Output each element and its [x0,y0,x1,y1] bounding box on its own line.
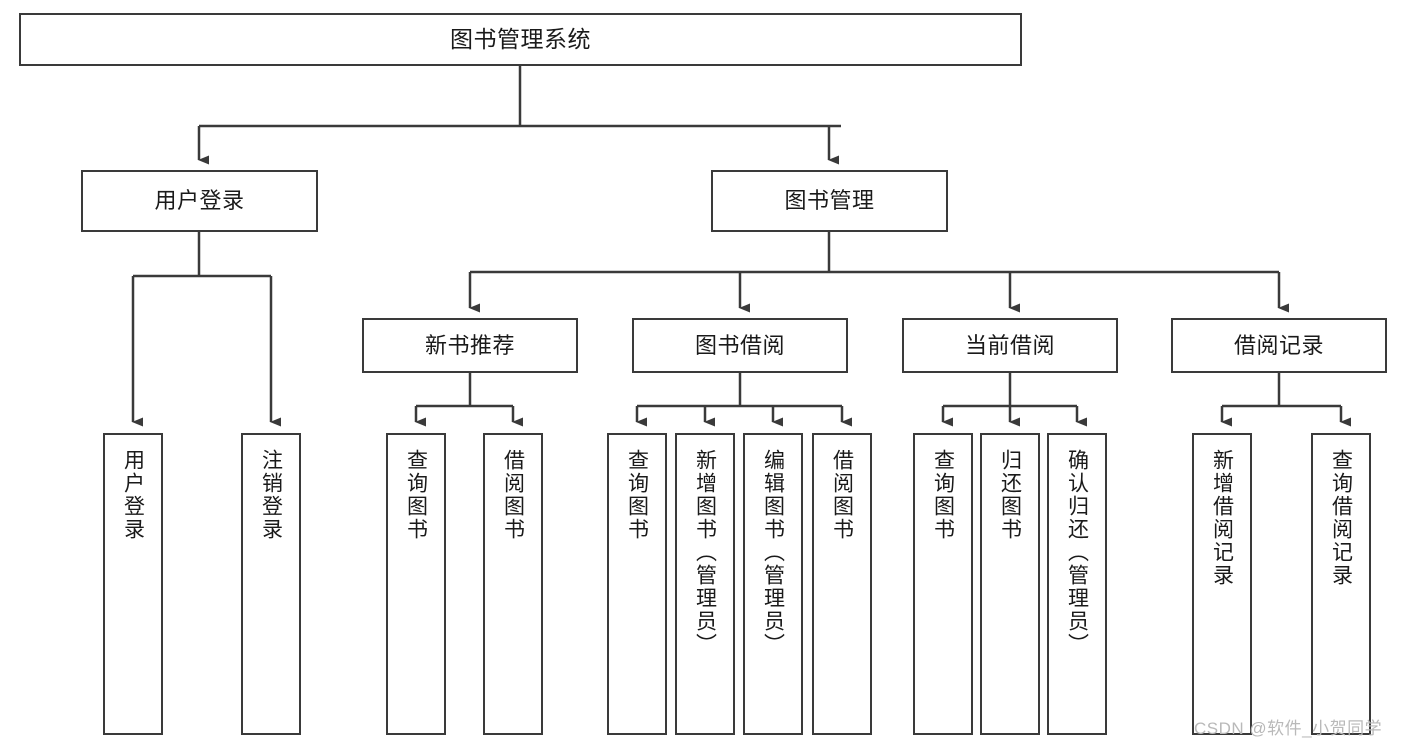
node-leaf-return-book[interactable]: 归还图书 [980,433,1040,735]
node-label: 新书推荐 [424,332,515,358]
node-leaf-query-book-1[interactable]: 查询图书 [386,433,446,735]
node-leaf-query-record[interactable]: 查询借阅记录 [1311,433,1371,735]
node-leaf-query-book-3[interactable]: 查询图书 [913,433,973,735]
node-label: 注销登录 [259,449,283,541]
node-leaf-add-record[interactable]: 新增借阅记录 [1192,433,1252,735]
node-label: 借阅图书 [830,449,854,541]
node-leaf-edit-book[interactable]: 编辑图书（管理员） [743,433,803,735]
node-leaf-query-book-2[interactable]: 查询图书 [607,433,667,735]
node-label: 图书管理 [784,188,875,214]
node-label: 新增借阅记录 [1210,449,1234,587]
node-leaf-user-logout[interactable]: 注销登录 [241,433,301,735]
node-label: 当前借阅 [964,332,1055,358]
csdn-watermark: CSDN @软件_小贺同学 [1194,719,1383,738]
node-label: 新增图书（管理员） [693,449,717,656]
node-label: 借阅图书 [501,449,525,541]
node-leaf-add-book[interactable]: 新增图书（管理员） [675,433,735,735]
node-root-system[interactable]: 图书管理系统 [19,13,1022,66]
node-current-borrow[interactable]: 当前借阅 [902,318,1118,373]
node-label: 查询图书 [625,449,649,541]
node-label: 用户登录 [121,449,145,541]
node-label: 编辑图书（管理员） [761,449,785,656]
node-new-book-recommend[interactable]: 新书推荐 [362,318,578,373]
node-label: 图书管理系统 [450,25,591,52]
node-label: 查询借阅记录 [1329,449,1353,587]
node-label: 查询图书 [404,449,428,541]
node-label: 查询图书 [931,449,955,541]
node-label: 确认归还（管理员） [1065,449,1089,656]
node-leaf-user-login[interactable]: 用户登录 [103,433,163,735]
node-leaf-borrow-book-1[interactable]: 借阅图书 [483,433,543,735]
node-label: 图书借阅 [694,332,785,358]
node-borrow-record[interactable]: 借阅记录 [1171,318,1387,373]
node-leaf-borrow-book-2[interactable]: 借阅图书 [812,433,872,735]
node-book-manage[interactable]: 图书管理 [711,170,948,232]
node-label: 借阅记录 [1233,332,1324,358]
node-leaf-confirm-return[interactable]: 确认归还（管理员） [1047,433,1107,735]
node-book-borrow[interactable]: 图书借阅 [632,318,848,373]
node-label: 归还图书 [998,449,1022,541]
node-user-login[interactable]: 用户登录 [81,170,318,232]
node-label: 用户登录 [154,188,245,214]
